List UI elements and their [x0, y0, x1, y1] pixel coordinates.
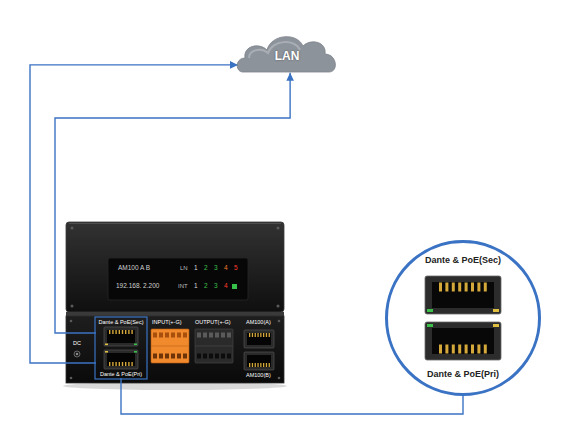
rj45-opening — [107, 330, 135, 343]
panel-label: AM100(A) — [246, 320, 271, 326]
rj45-opening — [432, 282, 494, 308]
node-text: Dante & PoE(Sec) — [99, 319, 144, 325]
node-text: LAN — [275, 50, 300, 63]
rj45-pins — [109, 362, 134, 366]
rj45-pins — [439, 345, 488, 354]
screw — [70, 377, 73, 380]
panel-label: 4 — [224, 265, 228, 272]
zoom-background — [387, 242, 539, 394]
rj45-pins — [439, 283, 488, 292]
connector-line — [30, 65, 238, 363]
rj45-port — [244, 330, 274, 348]
port-led — [134, 344, 137, 346]
connector — [121, 378, 463, 414]
rj45-opening — [247, 355, 271, 367]
node-text: Dante & PoE(Sec) — [425, 256, 501, 266]
rj45-port-zoomed — [425, 322, 501, 360]
rj45-port — [244, 352, 274, 370]
screw — [71, 227, 74, 230]
screw — [71, 305, 74, 308]
arrow-head — [286, 73, 294, 81]
panel-label: 3 — [214, 265, 218, 272]
port-led — [493, 309, 499, 312]
zoom-circle: Dante & PoE(Sec) Dante & PoE(Pri) — [385, 240, 541, 396]
panel-label: INPUT(+-G) — [152, 320, 182, 326]
panel-label: OUTPUT(+-G) — [195, 320, 231, 326]
rj45-opening — [432, 328, 494, 354]
connector — [30, 61, 238, 363]
port-led — [105, 344, 108, 346]
screw — [70, 320, 73, 323]
port-led — [105, 351, 108, 353]
rj45-pins — [249, 333, 270, 337]
panel-label: 1 — [194, 283, 198, 290]
panel-label: 2 — [204, 283, 208, 290]
panel-label: 192.168. 2.200 — [116, 283, 159, 290]
terminal-holes — [153, 354, 188, 359]
rj45-port-zoomed — [425, 276, 501, 314]
network-cloud: LAN — [235, 28, 339, 80]
screw — [278, 377, 281, 380]
highlight-frame — [95, 317, 147, 379]
panel-label: 5 — [234, 265, 238, 272]
dc-jack — [74, 351, 80, 357]
panel-label: 3 — [214, 283, 218, 290]
rj45-pins — [109, 330, 134, 334]
panel-label: INT — [178, 283, 188, 289]
housing-highlight — [69, 223, 281, 224]
panel-label: AM100(B) — [246, 373, 271, 379]
cloud-outline — [237, 37, 335, 72]
node-text: Dante & PoE(Pri) — [100, 371, 142, 377]
screw — [277, 305, 280, 308]
port-box: Dante & PoE(Sec) — [96, 318, 146, 348]
terminal-holes — [197, 354, 232, 359]
dc-jack-pin — [76, 353, 78, 355]
node-text: Dante & PoE(Pri) — [427, 370, 499, 380]
rj45-opening — [107, 353, 135, 366]
housing-gap — [66, 312, 284, 316]
terminal-screws — [153, 333, 188, 338]
arrow-head — [230, 61, 238, 69]
port-box: Dante & PoE(Pri) — [96, 348, 146, 378]
connector-line — [55, 73, 290, 333]
rj45-opening — [247, 333, 271, 345]
panel-label: 1 — [194, 265, 198, 272]
connector-line — [121, 378, 463, 414]
port-led — [427, 309, 433, 312]
panel-label: 4 — [224, 283, 228, 290]
screw — [278, 320, 281, 323]
front-panel — [66, 316, 284, 383]
rj45-pins — [249, 363, 270, 367]
panel-label: DC — [73, 341, 81, 347]
rj45-port — [104, 327, 138, 346]
panel-label: AM100 A B — [118, 265, 150, 272]
rj45-port — [104, 350, 138, 369]
input-terminal-block — [151, 329, 189, 363]
port-led — [427, 324, 433, 327]
port-led — [493, 324, 499, 327]
connector — [55, 73, 294, 333]
terminal-divider — [195, 346, 233, 347]
device-housing — [66, 222, 284, 312]
status-led — [232, 284, 237, 289]
output-terminal-block — [195, 329, 233, 363]
screw — [277, 227, 280, 230]
port-led — [134, 351, 137, 353]
terminal-screws — [197, 333, 232, 338]
panel-label: 2 — [204, 265, 208, 272]
display-window — [108, 258, 248, 300]
terminal-divider — [151, 346, 189, 347]
panel-label: LN — [180, 265, 188, 271]
